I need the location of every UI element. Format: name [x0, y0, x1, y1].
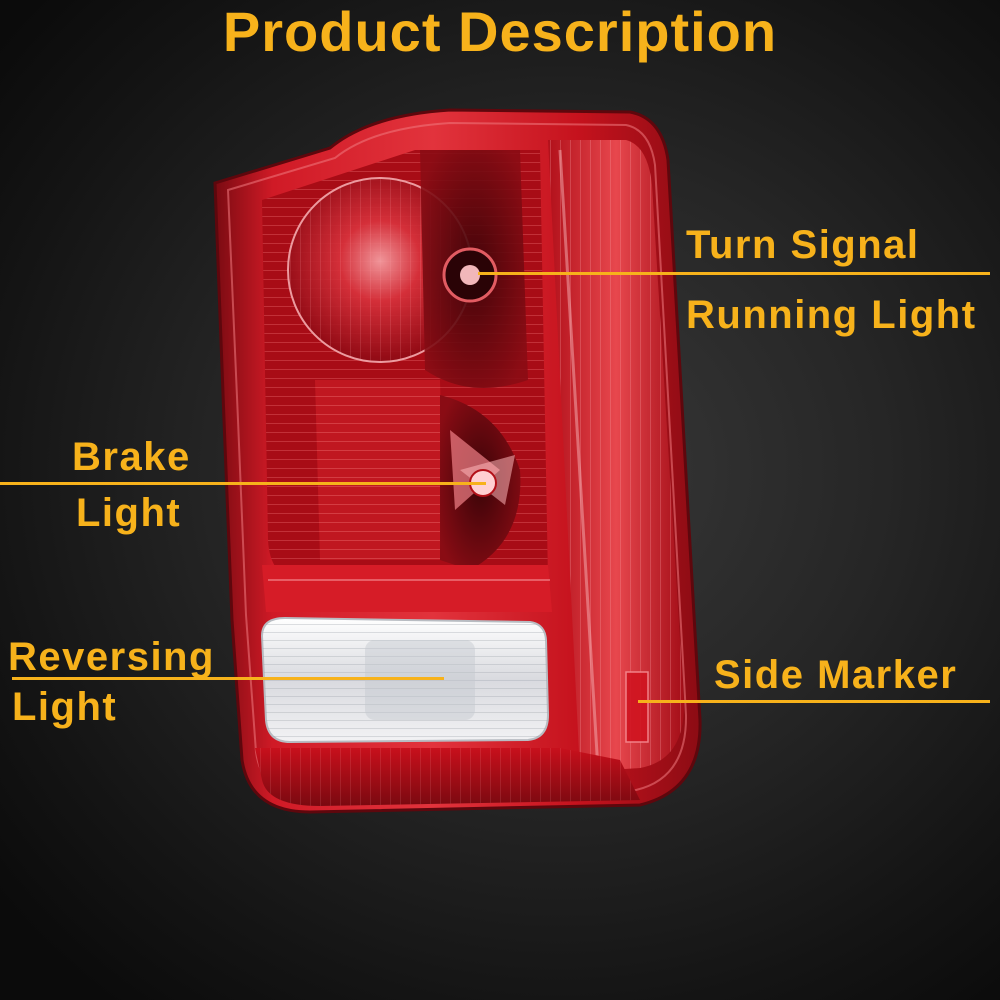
turn-signal-label: Turn Signal — [686, 223, 920, 267]
turn-signal-leader-line — [478, 272, 990, 275]
running-light-label: Running Light — [686, 293, 977, 337]
side-marker-label: Side Marker — [714, 653, 958, 697]
brake-label-line1: Brake — [72, 435, 191, 479]
reversing-label-line2: Light — [12, 685, 118, 729]
reversing-label-line1: Reversing — [8, 635, 215, 679]
page-title: Product Description — [222, 0, 778, 63]
brake-label-line2: Light — [76, 491, 182, 535]
side-marker-leader-line — [638, 700, 990, 703]
reversing-light-leader-line — [12, 677, 444, 680]
brake-light-leader-line — [0, 482, 486, 485]
